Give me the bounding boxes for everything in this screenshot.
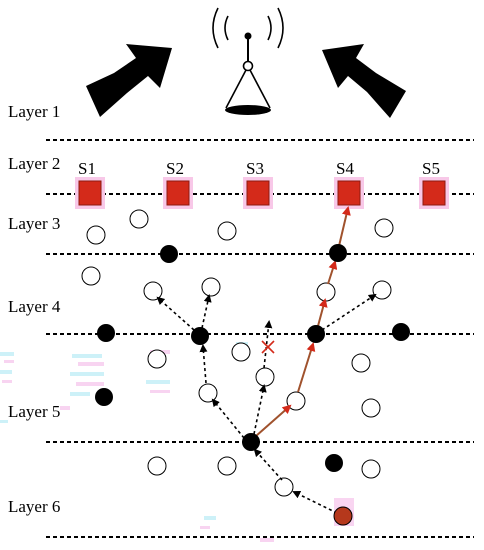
sink-labels: S1 S2 S3 S4 S5 <box>78 159 440 178</box>
candidate-arrow <box>201 294 212 329</box>
relay-node <box>86 225 106 245</box>
relay-node <box>372 280 392 300</box>
layer-label: Layer 3 <box>8 214 60 233</box>
relay-node <box>198 383 218 403</box>
source-node <box>333 506 353 526</box>
sink-node <box>337 180 361 206</box>
layer-label: Layer 4 <box>8 297 61 316</box>
sink-node <box>166 180 190 206</box>
relay-node <box>374 218 394 238</box>
layer-label: Layer 6 <box>8 497 60 516</box>
candidate-arrow <box>292 491 338 514</box>
candidate-arrow <box>211 398 245 439</box>
candidate-arrow <box>263 320 273 369</box>
candidate-arrow <box>321 293 377 331</box>
sink-label: S5 <box>422 159 440 178</box>
sink-label: S1 <box>78 159 96 178</box>
relay-node <box>81 266 101 286</box>
sink-label: S3 <box>246 159 264 178</box>
route-arrow <box>327 260 338 285</box>
layer-label: Layer 1 <box>8 102 60 121</box>
forwarder-node <box>392 323 410 341</box>
route-arrow <box>255 404 292 437</box>
forwarder-node <box>307 325 325 343</box>
forwarder-node <box>191 327 209 345</box>
relay-node <box>147 456 167 476</box>
forwarder-nodes <box>95 244 410 472</box>
forwarder-node <box>95 388 113 406</box>
sink-node <box>78 180 102 206</box>
relay-nodes <box>81 209 394 497</box>
blocked-link-icon <box>261 340 275 354</box>
relay-node <box>129 209 149 229</box>
layer-labels: Layer 1 Layer 2 Layer 3 Layer 4 Layer 5 … <box>8 102 61 516</box>
relay-node <box>351 353 371 373</box>
route-arrow <box>338 206 351 247</box>
forwarder-node <box>325 454 343 472</box>
relay-node <box>143 281 163 301</box>
sink-label: S2 <box>166 159 184 178</box>
layer-label: Layer 5 <box>8 402 60 421</box>
sink-node <box>422 180 446 206</box>
relay-node <box>361 398 381 418</box>
relay-node <box>231 342 251 362</box>
candidate-arrow <box>156 296 195 331</box>
sink-nodes <box>75 177 449 209</box>
arrow-up-icon <box>86 44 172 117</box>
relay-node <box>217 221 237 241</box>
forwarder-node <box>160 245 178 263</box>
relay-node <box>316 282 336 302</box>
sink-node <box>246 180 270 206</box>
sink-label: S4 <box>336 159 354 178</box>
route-arrow <box>317 298 328 327</box>
relay-node <box>147 349 167 369</box>
relay-node <box>361 459 381 479</box>
relay-node <box>217 456 237 476</box>
relay-node <box>201 277 221 297</box>
route-arrow <box>297 342 316 393</box>
relay-node <box>286 391 306 411</box>
forwarder-node <box>242 433 260 451</box>
arrow-up-icon <box>322 44 406 118</box>
selected-route <box>255 206 351 437</box>
candidate-arrows <box>156 293 377 514</box>
antenna-tower-icon <box>212 7 284 115</box>
layer-label: Layer 2 <box>8 154 60 173</box>
relay-node <box>274 477 294 497</box>
candidate-arrow <box>199 344 208 384</box>
forwarder-node <box>97 324 115 342</box>
candidate-arrow <box>253 384 267 435</box>
relay-node <box>255 367 275 387</box>
forwarder-node <box>329 244 347 262</box>
candidate-arrow <box>253 448 283 481</box>
